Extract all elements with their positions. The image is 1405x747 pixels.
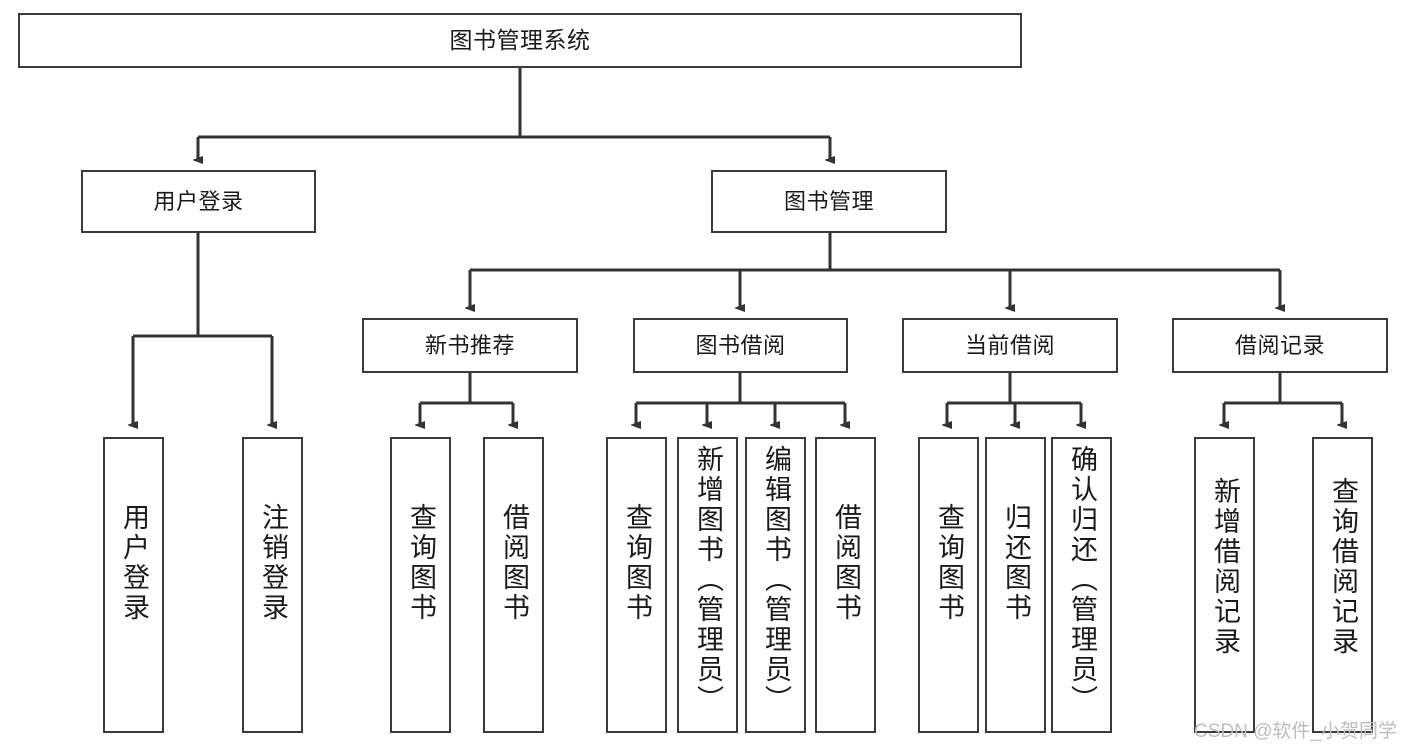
- node-user-login-label: 用户登录: [153, 188, 244, 214]
- leaf-edit-book-admin[interactable]: 编辑图书（管理员）: [745, 437, 806, 733]
- csdn-watermark: CSDN @软件_小贺同学: [1194, 721, 1397, 742]
- leaf-add-borrow-record-label: 新增借阅记录: [1210, 477, 1240, 657]
- node-root-system-label: 图书管理系统: [449, 26, 591, 53]
- node-new-book-recommend[interactable]: 新书推荐: [362, 318, 578, 373]
- node-new-book-recommend-label: 新书推荐: [424, 332, 515, 358]
- node-book-borrow-label: 图书借阅: [695, 332, 786, 358]
- node-current-borrow-label: 当前借阅: [964, 332, 1055, 358]
- leaf-query-borrow-record-label: 查询借阅记录: [1328, 477, 1358, 657]
- node-book-management-label: 图书管理: [783, 188, 874, 214]
- node-user-login[interactable]: 用户登录: [81, 170, 316, 233]
- node-borrow-records[interactable]: 借阅记录: [1172, 318, 1388, 373]
- leaf-user-logout[interactable]: 注销登录: [242, 437, 303, 733]
- leaf-add-book-admin[interactable]: 新增图书（管理员）: [677, 437, 738, 733]
- node-borrow-records-label: 借阅记录: [1234, 332, 1325, 358]
- leaf-query-book-current[interactable]: 查询图书: [918, 437, 979, 733]
- leaf-query-book-newbook-label: 查询图书: [406, 503, 436, 623]
- node-book-borrow[interactable]: 图书借阅: [633, 318, 848, 373]
- leaf-add-book-admin-label: 新增图书（管理员）: [693, 445, 723, 715]
- node-current-borrow[interactable]: 当前借阅: [902, 318, 1118, 373]
- leaf-borrow-book-newbook-label: 借阅图书: [499, 503, 529, 623]
- leaf-query-book-newbook[interactable]: 查询图书: [390, 437, 451, 733]
- leaf-confirm-return-admin-label: 确认归还（管理员）: [1067, 445, 1097, 715]
- leaf-user-login[interactable]: 用户登录: [103, 437, 164, 733]
- leaf-borrow-book-borrow-label: 借阅图书: [831, 503, 861, 623]
- leaf-user-logout-label: 注销登录: [258, 503, 288, 623]
- leaf-query-borrow-record[interactable]: 查询借阅记录: [1312, 437, 1373, 733]
- leaf-return-book-label: 归还图书: [1001, 503, 1031, 623]
- leaf-user-login-label: 用户登录: [119, 503, 149, 623]
- leaf-add-borrow-record[interactable]: 新增借阅记录: [1194, 437, 1255, 733]
- leaf-confirm-return-admin[interactable]: 确认归还（管理员）: [1051, 437, 1112, 733]
- leaf-borrow-book-borrow[interactable]: 借阅图书: [815, 437, 876, 733]
- leaf-edit-book-admin-label: 编辑图书（管理员）: [761, 445, 791, 715]
- leaf-query-book-current-label: 查询图书: [934, 503, 964, 623]
- leaf-query-book-borrow[interactable]: 查询图书: [606, 437, 667, 733]
- node-book-management[interactable]: 图书管理: [711, 170, 947, 233]
- node-root-system[interactable]: 图书管理系统: [18, 13, 1022, 68]
- leaf-return-book[interactable]: 归还图书: [985, 437, 1046, 733]
- leaf-query-book-borrow-label: 查询图书: [622, 503, 652, 623]
- leaf-borrow-book-newbook[interactable]: 借阅图书: [483, 437, 544, 733]
